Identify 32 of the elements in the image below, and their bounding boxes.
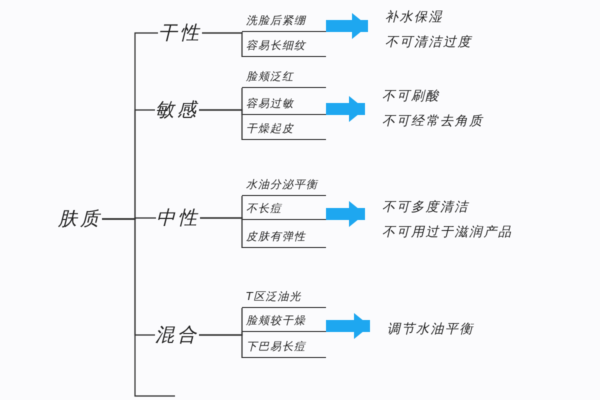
advice-text: 调节水油平衡 xyxy=(370,317,474,342)
connector-line xyxy=(200,217,243,248)
arrow xyxy=(326,13,368,39)
trait-item: 容易过敏 xyxy=(242,95,326,115)
arrow xyxy=(326,96,365,122)
arrow xyxy=(326,313,370,339)
connector-line xyxy=(199,109,243,140)
advice-line: 不可用过于滋润产品 xyxy=(382,224,512,242)
category-label: 敏感 xyxy=(155,98,199,122)
advice-line: 不可清洁过度 xyxy=(385,34,472,52)
arrow xyxy=(326,201,365,227)
category-label: 中性 xyxy=(156,206,200,230)
connector-line xyxy=(102,218,175,397)
trait-item: 下巴易长痘 xyxy=(242,338,326,358)
trait-item: 水油分泌平衡 xyxy=(242,176,326,196)
category-label: 肤质 xyxy=(58,207,102,231)
trait-item: 脸颊较干燥 xyxy=(242,312,326,332)
connector-line xyxy=(199,334,243,358)
category-label: 混合 xyxy=(155,323,199,347)
trait-item: 脸颊泛红 xyxy=(242,68,326,88)
connector-line xyxy=(202,32,243,57)
advice-line: 不可刷酸 xyxy=(382,88,441,106)
trait-item: 不长痘 xyxy=(242,200,326,220)
trait-item: T区泛油光 xyxy=(242,288,326,308)
trait-item: 容易长细纹 xyxy=(242,37,326,57)
category-label: 干性 xyxy=(158,21,202,45)
trait-item: 洗脸后紧绷 xyxy=(242,12,326,32)
trait-item: 干燥起皮 xyxy=(242,120,326,140)
advice-line: 补水保湿 xyxy=(385,9,444,27)
trait-item: 皮肤有弹性 xyxy=(242,228,326,248)
advice-line: 不可多度清洁 xyxy=(382,199,470,217)
advice-line: 不可经常去角质 xyxy=(382,113,484,131)
